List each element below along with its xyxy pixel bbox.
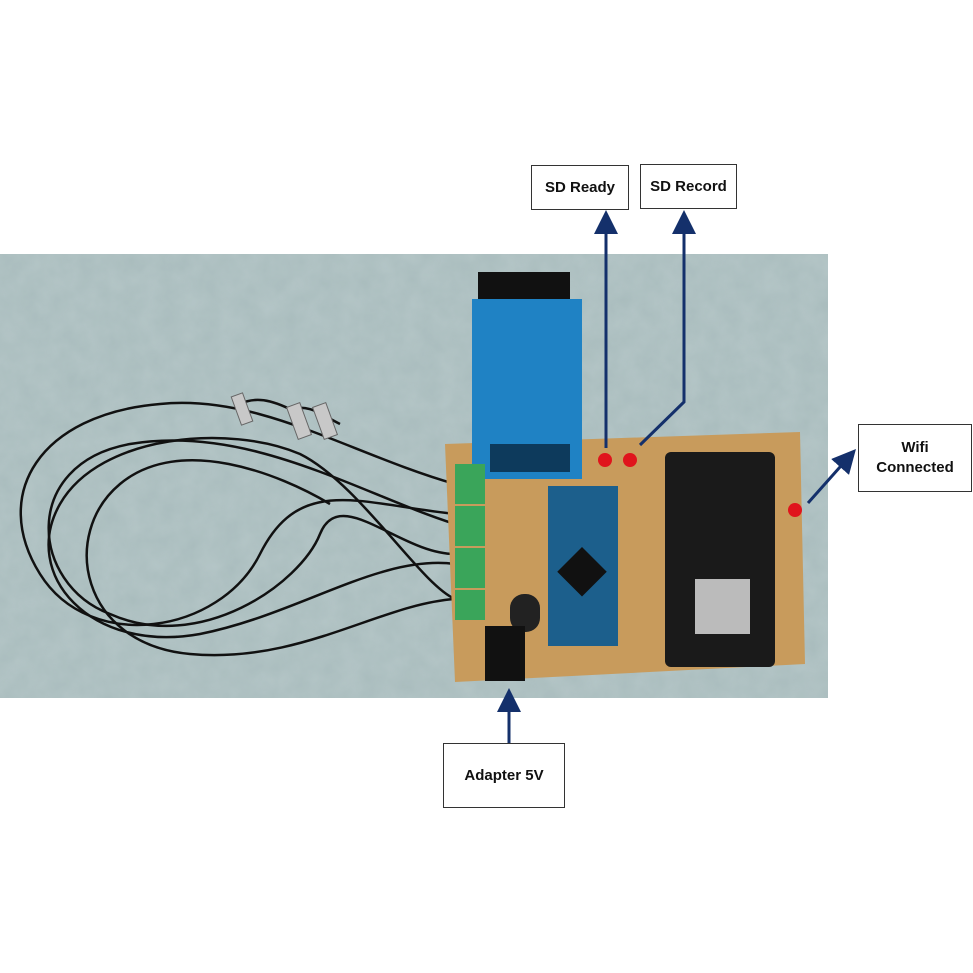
label-text: Adapter 5V — [464, 766, 544, 784]
led-sd-ready — [598, 453, 612, 467]
label-text: SD Ready — [544, 178, 616, 196]
led-wifi — [788, 503, 802, 517]
label-wifi-connected: Wifi Connected — [858, 424, 972, 492]
label-text: SD Record — [650, 177, 727, 195]
terminal-blocks — [455, 464, 485, 620]
circuit-photo — [0, 254, 828, 698]
label-text: Wifi — [901, 439, 929, 456]
capacitor — [510, 594, 540, 632]
label-text: Connected — [876, 459, 954, 476]
label-adapter-5v: Adapter 5V — [443, 743, 565, 808]
label-sd-record: SD Record — [640, 164, 737, 209]
nodemcu-board — [665, 452, 775, 667]
led-sd-record — [623, 453, 637, 467]
dc-jack — [485, 626, 525, 681]
temperature-probes — [230, 392, 339, 441]
label-sd-ready: SD Ready — [531, 165, 629, 210]
